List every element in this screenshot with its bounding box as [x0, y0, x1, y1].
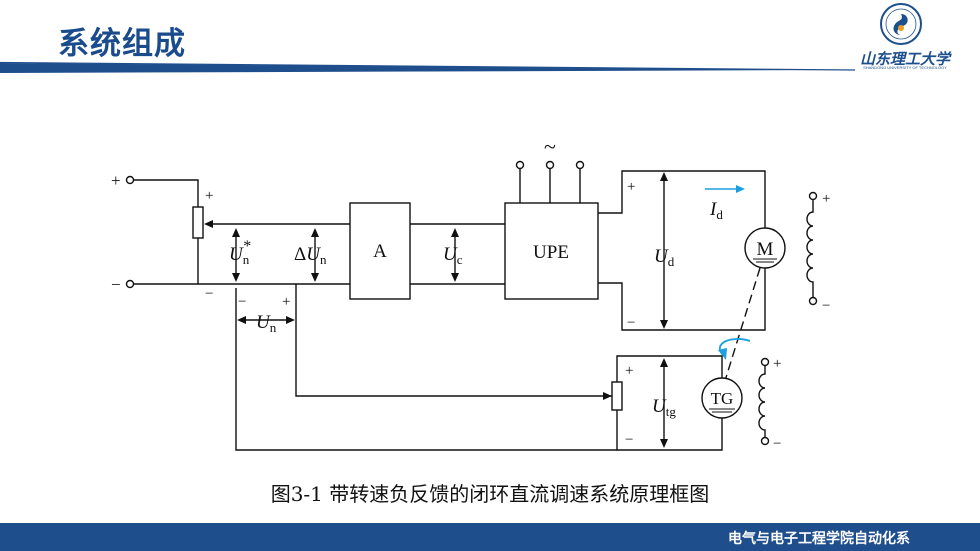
footer-department: 电气与电子工程学院自动化系	[728, 531, 910, 547]
motor-field-terminal-plus	[808, 191, 818, 201]
tachogenerator-label: TG	[711, 389, 734, 408]
input-terminal-minus	[125, 279, 135, 289]
motor-label: M	[757, 239, 774, 260]
reference-potentiometer	[192, 206, 204, 239]
wire-tacho-top	[616, 355, 723, 382]
tacho-field-minus: −	[773, 436, 781, 452]
reference-voltage-label: Un*	[229, 238, 251, 267]
feedback-voltage-label: Un	[256, 312, 277, 335]
logo-subtitle: SHANDONG UNIVERSITY OF TECHNOLOGY	[863, 65, 947, 70]
input-minus-mark: −	[111, 275, 121, 294]
feedback-potentiometer	[611, 381, 623, 411]
error-voltage-label: ΔUn	[294, 244, 327, 267]
speed-control-block-diagram: + − + − Un* ΔUn A Uc UPE ~ + − Ud I	[111, 134, 830, 452]
tacho-field-terminal-minus	[760, 436, 770, 446]
tacho-field-terminal-plus	[760, 357, 770, 367]
feedback-plus-mark: +	[282, 294, 290, 310]
feedback-wiper-arrow	[603, 392, 612, 400]
tachogenerator-symbol	[701, 377, 743, 419]
input-terminal-plus	[125, 175, 135, 185]
tacho-minus-mark: −	[625, 432, 633, 448]
university-seal-icon	[880, 3, 922, 45]
footer-bar: 电气与电子工程学院自动化系	[0, 523, 980, 551]
ac-symbol: ~	[544, 134, 556, 159]
amplifier-label: A	[373, 241, 387, 262]
tacho-plus-mark: +	[625, 363, 633, 379]
motor-field-minus: −	[822, 298, 830, 314]
pot-minus-mark: −	[205, 286, 213, 302]
tacho-voltage-label: Utg	[652, 396, 676, 419]
output-voltage-label: Ud	[654, 246, 675, 269]
wire-input-plus	[133, 179, 199, 207]
logo-script: 山东理工大学	[859, 50, 950, 68]
converter-block	[504, 202, 599, 300]
feedback-minus-mark: −	[238, 294, 246, 310]
converter-label: UPE	[533, 242, 569, 263]
shaft-coupling	[723, 267, 761, 385]
wire-dc-positive	[598, 170, 766, 228]
ac-terminal-3	[575, 160, 585, 170]
wire-tacho-bottom	[616, 410, 723, 451]
figure-caption: 图3-1 带转速负反馈的闭环直流调速系统原理框图	[270, 482, 710, 506]
motor-field-terminal-minus	[808, 296, 818, 306]
page-title: 系统组成	[58, 26, 186, 62]
dc-minus-mark: −	[627, 315, 635, 331]
ac-terminal-2	[545, 160, 555, 170]
control-voltage-label: Uc	[443, 244, 463, 267]
motor-field-plus: +	[822, 191, 830, 207]
motor-symbol	[744, 227, 786, 269]
wire-feedback-negative	[235, 288, 617, 451]
header-rule	[0, 61, 856, 73]
university-logo: 山东理工大学 SHANDONG UNIVERSITY OF TECHNOLOGY	[850, 2, 960, 70]
ac-terminal-1	[515, 160, 525, 170]
motor-field-winding	[806, 200, 814, 297]
tacho-field-plus: +	[773, 356, 781, 372]
wire-dc-negative	[598, 268, 766, 331]
dc-plus-mark: +	[627, 179, 635, 195]
wiper-arrow	[204, 220, 213, 228]
pot-plus-mark: +	[205, 188, 213, 204]
tacho-field-winding	[758, 366, 766, 437]
amplifier-block	[349, 202, 411, 300]
input-plus-mark: +	[111, 171, 121, 190]
current-label: Id	[709, 199, 723, 222]
wire-feedback-positive	[295, 297, 612, 397]
